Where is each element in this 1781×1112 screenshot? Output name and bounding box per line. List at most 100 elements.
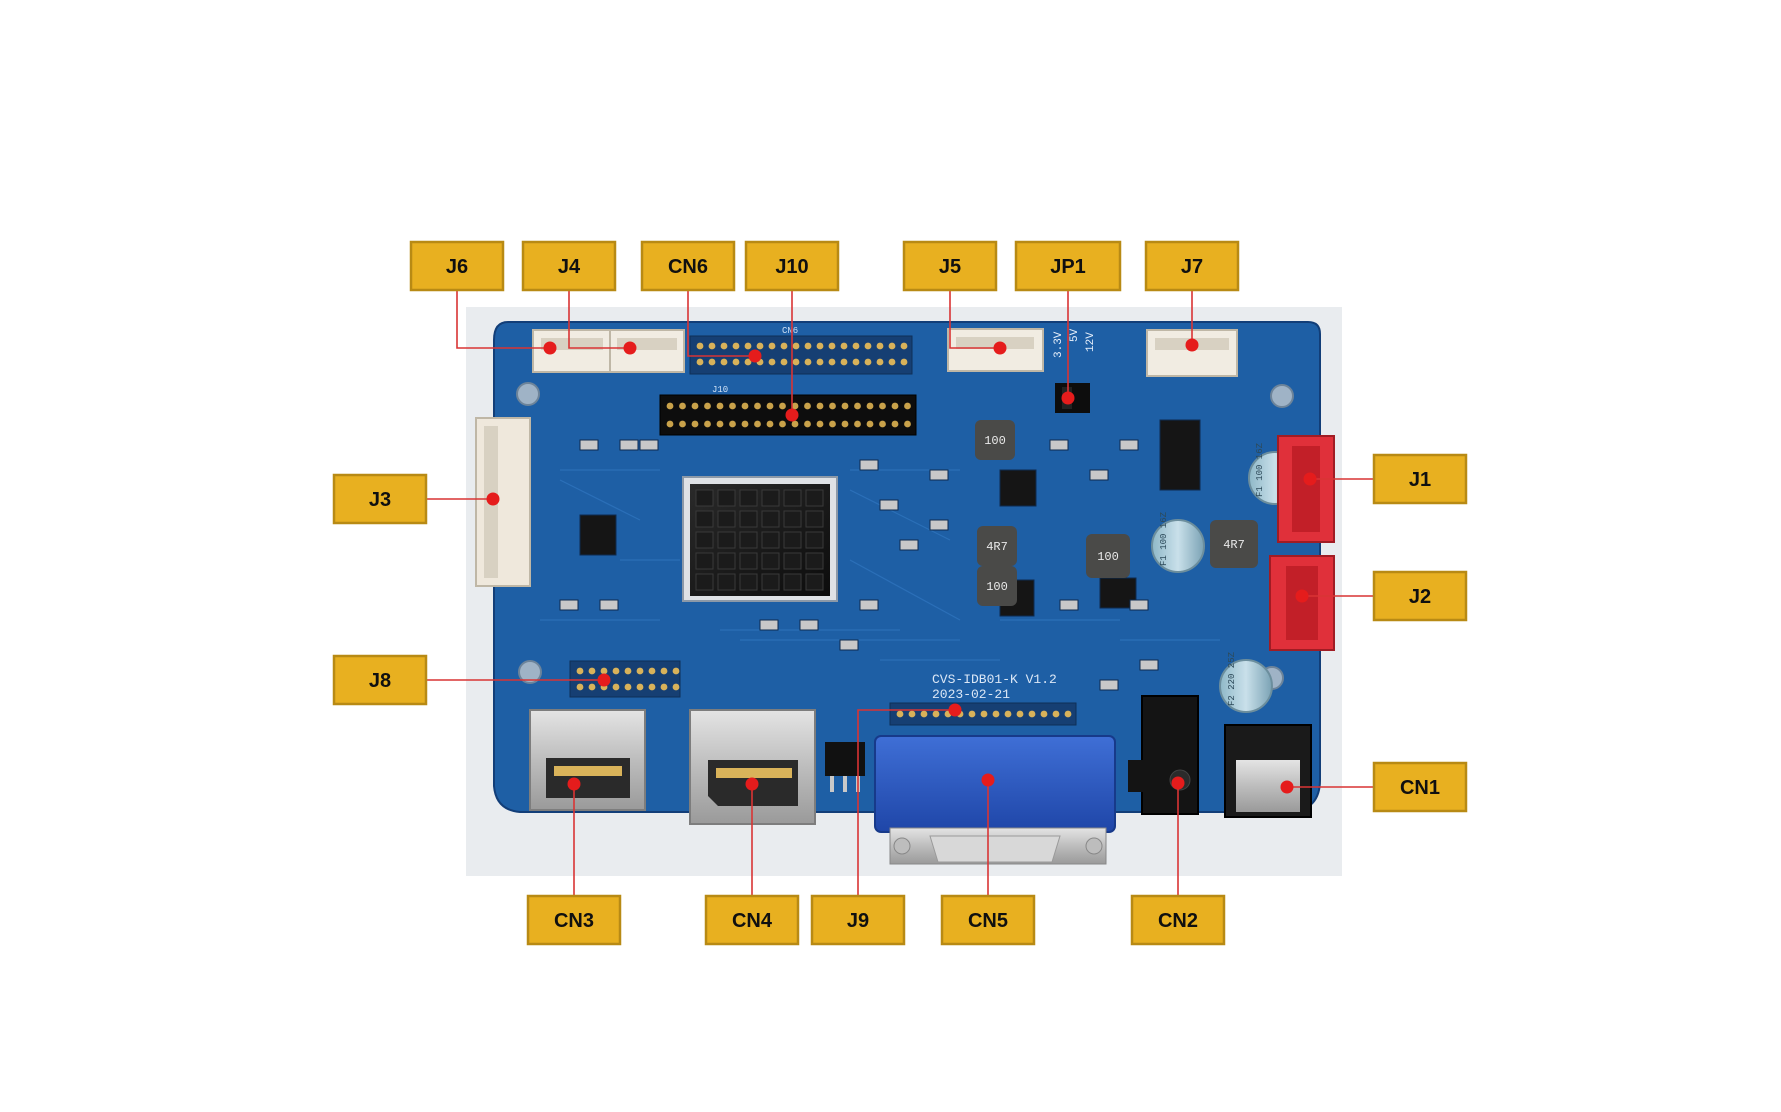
svg-text:5V: 5V (1069, 328, 1081, 342)
callout-cn5: CN5 (940, 773, 1036, 946)
pointer-dot-j9 (948, 703, 962, 717)
callout-cn3: CN3 (526, 777, 622, 946)
callout-jp1: JP1 (1014, 240, 1122, 405)
label-box-j4 (521, 240, 617, 292)
callout-j10: J10 (744, 240, 840, 422)
callout-cn4: CN4 (704, 777, 800, 946)
label-text-j7: J7 (1181, 256, 1203, 278)
connector-j3 (475, 417, 531, 587)
pointer-dot-cn6 (748, 349, 762, 363)
label-box-j9 (810, 894, 906, 946)
label-box-cn5 (940, 894, 1036, 946)
callout-cn2: CN2 (1130, 776, 1226, 946)
leader-line-j9 (857, 709, 955, 896)
leader-line-j5 (949, 290, 1000, 349)
header-j8 (569, 660, 681, 698)
pointer-dot-j10 (785, 408, 799, 422)
callout-cn6: CN6 (640, 240, 762, 363)
label-box-j5 (902, 240, 998, 292)
callout-j2: J2 (1295, 570, 1468, 622)
pointer-dot-j8 (597, 673, 611, 687)
label-text-j2: J2 (1409, 586, 1431, 608)
label-box-j8 (332, 654, 428, 706)
label-box-cn2 (1130, 894, 1226, 946)
callout-j3: J3 (332, 473, 500, 525)
silkscreen-cn6: CN6 (782, 326, 798, 336)
callout-j9: J9 (810, 703, 962, 946)
pointer-dot-cn2 (1171, 776, 1185, 790)
silkscreen-j10: J10 (712, 385, 728, 395)
label-box-jp1 (1014, 240, 1122, 292)
smd-components (559, 419, 1201, 691)
label-text-j4: J4 (558, 256, 581, 278)
label-text-jp1: JP1 (1050, 256, 1086, 278)
label-text-j6: J6 (446, 256, 468, 278)
pointer-dot-j6 (543, 341, 557, 355)
svg-text:100: 100 (986, 580, 1008, 594)
pointer-dot-cn5 (981, 773, 995, 787)
svg-text:100: 100 (984, 434, 1006, 448)
label-box-cn1 (1372, 761, 1468, 813)
callout-cn1: CN1 (1280, 761, 1468, 813)
inductors: 100 4R7 100 100 4R7 (975, 420, 1258, 606)
connector-cn1-dc (1224, 724, 1312, 818)
mounting-holes (516, 382, 1294, 690)
header-cn6 (689, 335, 913, 375)
label-text-j5: J5 (939, 256, 961, 278)
label-box-cn3 (526, 894, 622, 946)
pointer-dot-cn3 (567, 777, 581, 791)
label-box-j6 (409, 240, 505, 292)
label-box-cn6 (640, 240, 736, 292)
header-j9 (889, 702, 1077, 726)
label-text-j1: J1 (1409, 469, 1431, 491)
label-text-cn2: CN2 (1158, 910, 1198, 932)
label-text-j8: J8 (369, 670, 391, 692)
connector-cn5-vga (874, 735, 1116, 865)
label-box-j3 (332, 473, 428, 525)
svg-text:12V: 12V (1085, 332, 1097, 352)
heatsink (682, 476, 838, 602)
label-box-j2 (1372, 570, 1468, 622)
svg-text:F2 220 25Z: F2 220 25Z (1227, 651, 1237, 706)
leader-line-j4 (568, 290, 630, 349)
label-box-cn4 (704, 894, 800, 946)
svg-text:4R7: 4R7 (986, 540, 1008, 554)
connector-j1-j2 (1269, 435, 1335, 651)
callout-j4: J4 (521, 240, 637, 355)
board-model-silkscreen: CVS-IDB01-K V1.2 2023-02-21 (932, 672, 1057, 702)
pointer-dot-cn1 (1280, 780, 1294, 794)
pointer-dot-j3 (486, 492, 500, 506)
svg-text:CVS-IDB01-K V1.2: CVS-IDB01-K V1.2 (932, 672, 1057, 687)
svg-text:4R7: 4R7 (1223, 538, 1245, 552)
label-text-cn5: CN5 (968, 910, 1008, 932)
svg-text:F1 100 16Z: F1 100 16Z (1255, 442, 1265, 497)
callout-j5: J5 (902, 240, 1007, 355)
jp1-voltage-marks: 3.3V 5V 12V (1053, 328, 1097, 358)
callout-j1: J1 (1303, 453, 1468, 505)
label-text-cn3: CN3 (554, 910, 594, 932)
label-box-j7 (1144, 240, 1240, 292)
label-text-cn6: CN6 (668, 256, 708, 278)
leader-line-cn6 (687, 290, 755, 357)
connector-cn3-hdmi (529, 709, 646, 811)
connector-cn2-audio (1128, 695, 1199, 815)
label-text-cn4: CN4 (732, 910, 773, 932)
pointer-dot-j2 (1295, 589, 1309, 603)
j9-block (825, 742, 865, 792)
pointer-dot-j5 (993, 341, 1007, 355)
callout-j8: J8 (332, 654, 611, 706)
pointer-dot-j4 (623, 341, 637, 355)
leader-line-j6 (456, 290, 550, 349)
svg-text:100: 100 (1097, 550, 1119, 564)
svg-text:2023-02-21: 2023-02-21 (932, 687, 1010, 702)
label-text-j10: J10 (775, 256, 808, 278)
label-text-j3: J3 (369, 489, 391, 511)
pointer-dot-j7 (1185, 338, 1199, 352)
svg-text:3.3V: 3.3V (1053, 331, 1065, 358)
callout-j7: J7 (1144, 240, 1240, 352)
label-box-j10 (744, 240, 840, 292)
label-box-j1 (1372, 453, 1468, 505)
callout-j6: J6 (409, 240, 557, 355)
